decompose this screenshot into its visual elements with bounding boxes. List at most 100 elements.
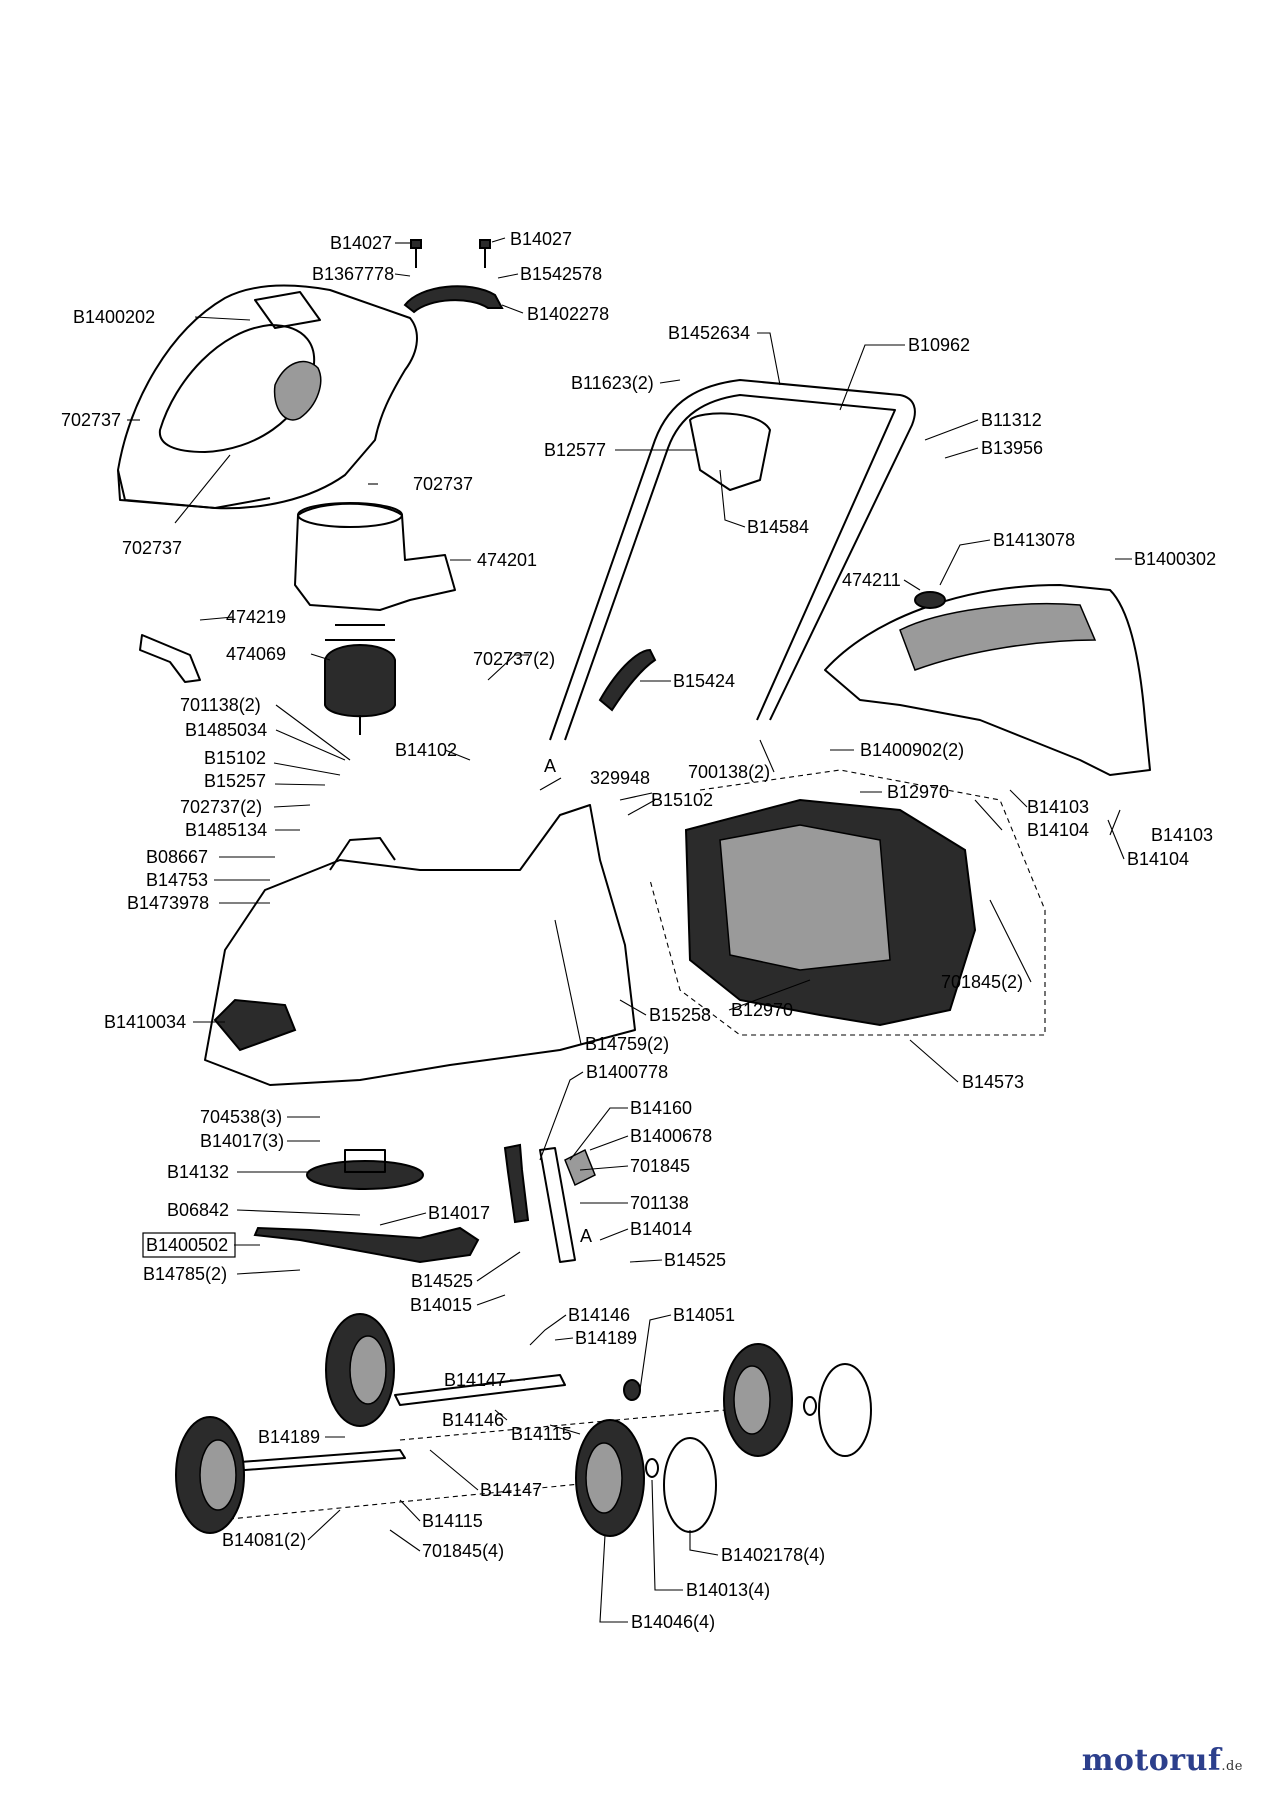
part-label: B14759(2) [585,1034,669,1054]
part-label: B08667 [146,847,208,867]
part-label: B15102 [204,748,266,768]
part-label: 701845(4) [422,1541,504,1561]
part-label: B15257 [204,771,266,791]
part-label: B1542578 [520,264,602,284]
part-label: B14753 [146,870,208,890]
part-label: 702737 [61,410,121,430]
part-label: B14147 [444,1370,506,1390]
motor-hood-shape [117,284,418,510]
leader-lines [127,237,1132,1623]
part-label: B14104 [1127,849,1189,869]
part-label: B14132 [167,1162,229,1182]
part-label: B14017(3) [200,1131,284,1151]
part-label: B15102 [651,790,713,810]
part-label: B12970 [887,782,949,802]
part-shapes [117,239,1151,1537]
part-label: B11623(2) [571,373,654,393]
part-label: B14785(2) [143,1264,227,1284]
part-label: 329948 [590,768,650,788]
part-label: B14573 [962,1072,1024,1092]
part-label: 474219 [226,607,286,627]
highlighted-part-box [142,1232,236,1258]
part-label: B15424 [673,671,735,691]
part-label: B1410034 [104,1012,186,1032]
part-label: B12577 [544,440,606,460]
part-label: B14146 [568,1305,630,1325]
part-label: B14525 [411,1271,473,1291]
part-label: B14525 [664,1250,726,1270]
part-label: A [580,1226,592,1246]
part-label: 701845(2) [941,972,1023,992]
part-label: 704538(3) [200,1107,282,1127]
grass-catcher-lid-shape [824,584,1151,776]
blade-fan-shape [306,1149,424,1190]
part-label: B14189 [575,1328,637,1348]
part-label: B14027 [330,233,392,253]
part-label: B1400778 [586,1062,668,1082]
motoruf-logo[interactable]: motoruf.de [1082,1743,1243,1778]
part-label: B14146 [442,1410,504,1430]
part-label: B1452634 [668,323,750,343]
mower-deck-shape [204,804,636,1086]
part-label: 474069 [226,644,286,664]
screw-icon [410,239,491,268]
wheel-icon [325,1313,395,1427]
part-label: 700138(2) [688,762,770,782]
part-label: 474211 [842,570,901,590]
part-label: A [544,756,556,776]
part-label: B1400902(2) [860,740,964,760]
part-label: B14017 [428,1203,490,1223]
part-label: 701845 [630,1156,690,1176]
part-label: B1402278 [527,304,609,324]
part-label: B1400678 [630,1126,712,1146]
part-label: B14013(4) [686,1580,770,1600]
handle-bar-shape [549,379,916,741]
wheel-icon [175,1416,245,1534]
part-label: B14115 [511,1424,572,1444]
part-label: B1473978 [127,893,209,913]
part-label: B14014 [630,1219,692,1239]
bearing-icon [645,1458,659,1478]
cutting-blade-shape [253,1226,480,1264]
part-label: B14147 [480,1480,542,1500]
part-label: B14584 [747,517,809,537]
part-label: B14051 [673,1305,735,1325]
part-label: B14102 [395,740,457,760]
part-label: B1413078 [993,530,1075,550]
handle-clip-shape [403,285,504,314]
part-label: B1400202 [73,307,155,327]
part-label: 702737 [413,474,473,494]
part-label: B15258 [649,1005,711,1025]
part-label: B1402178(4) [721,1545,825,1565]
height-lever-shape [503,1143,596,1263]
part-label: B14103 [1027,797,1089,817]
part-label: 702737(2) [180,797,262,817]
part-label: B13956 [981,438,1043,458]
part-label: B14046(4) [631,1612,715,1632]
part-label: B14104 [1027,820,1089,840]
part-label: B14027 [510,229,572,249]
part-label: B11312 [981,410,1042,430]
part-label: B14189 [258,1427,320,1447]
part-label: 702737 [122,538,182,558]
hubcap-icon [663,1437,717,1533]
part-label: B14015 [410,1295,472,1315]
motor-shape [324,624,396,735]
logo-wordmark: motoruf [1081,1743,1222,1778]
part-label: B14160 [630,1098,692,1118]
bearing-icon [803,1396,817,1416]
part-label: B1367778 [312,264,394,284]
hubcap-icon [818,1363,872,1457]
part-label: B14115 [422,1511,483,1531]
wheel-icon [723,1343,793,1457]
part-label: 701138(2) [180,695,261,715]
part-labels: B14027 B14027 B1367778 B1542578 B1400202… [61,229,1216,1632]
fan-duct-shape [294,502,456,611]
rear-axle-shape [394,1374,566,1406]
part-label: B10962 [908,335,970,355]
part-label: B1400502 [146,1235,228,1255]
bearing-icon [623,1379,641,1401]
part-label: 701138 [630,1193,689,1213]
part-label: B1400302 [1134,549,1216,569]
